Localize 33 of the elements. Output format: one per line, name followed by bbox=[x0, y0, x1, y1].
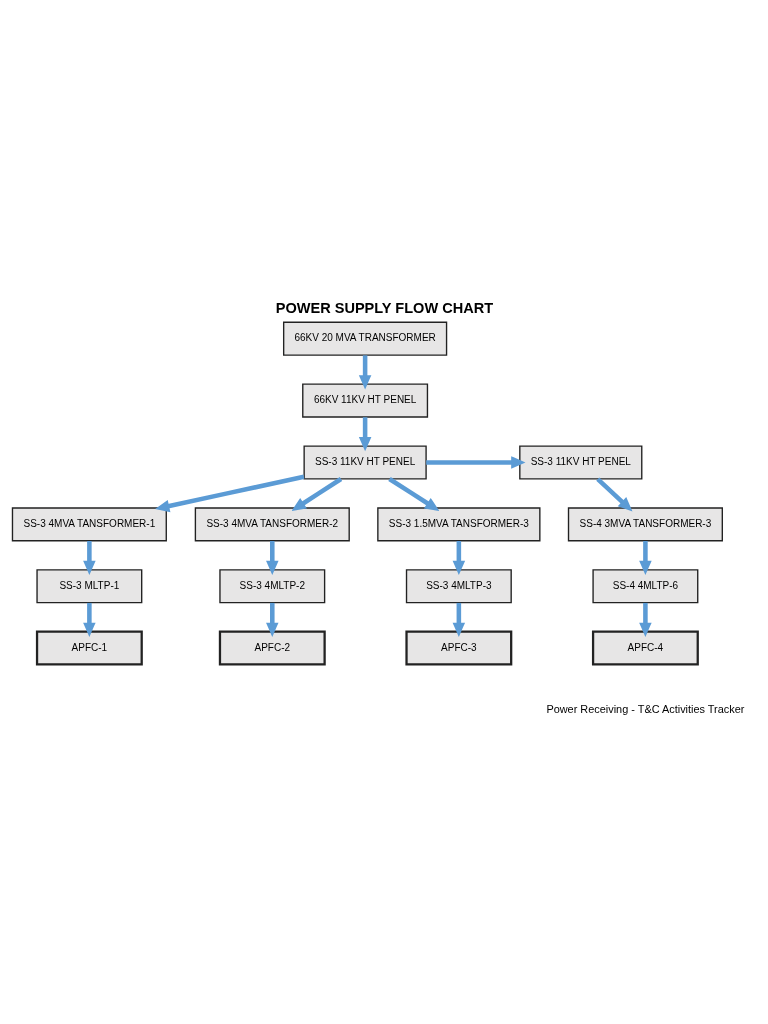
arrow bbox=[155, 473, 305, 512]
node-box: SS-3 11KV HT PENEL bbox=[519, 444, 643, 479]
arrow bbox=[83, 602, 96, 637]
arrow bbox=[388, 476, 440, 511]
node-box: 66KV 20 MVA TRANSFORMER bbox=[283, 321, 448, 356]
arrow bbox=[83, 540, 96, 575]
arrow bbox=[596, 476, 633, 511]
node-box: SS-3 4MVA TANSFORMER-1 bbox=[11, 506, 167, 541]
node-box: APFC-4 bbox=[591, 630, 699, 666]
node-box: APFC-3 bbox=[405, 630, 513, 666]
arrow bbox=[291, 476, 343, 511]
arrow bbox=[266, 540, 279, 575]
node-box: APFC-1 bbox=[35, 630, 143, 666]
arrow bbox=[266, 602, 279, 637]
node-box: SS-4 4MLTP-6 bbox=[592, 568, 699, 603]
node-box: SS-3 4MLTP-2 bbox=[219, 568, 326, 603]
node-box: SS-4 3MVA TANSFORMER-3 bbox=[567, 506, 723, 541]
arrow bbox=[639, 602, 652, 637]
node-box: SS-3 4MVA TANSFORMER-2 bbox=[194, 506, 350, 541]
node-box: SS-3 MLTP-1 bbox=[36, 568, 143, 603]
node-box: 66KV 11KV HT PENEL bbox=[302, 383, 429, 418]
arrow bbox=[452, 540, 466, 575]
arrow bbox=[426, 455, 526, 469]
arrow bbox=[358, 354, 372, 389]
arrow bbox=[452, 602, 466, 637]
arrow bbox=[639, 540, 652, 575]
diagram-title: POWER SUPPLY FLOW CHART bbox=[275, 299, 494, 316]
arrow bbox=[358, 416, 372, 451]
node-box: SS-3 4MLTP-3 bbox=[405, 568, 512, 603]
node-box: APFC-2 bbox=[218, 630, 326, 666]
node-box: SS-3 11KV HT PENEL bbox=[303, 444, 427, 479]
node-box: SS-3 1.5MVA TANSFORMER-3 bbox=[377, 506, 541, 541]
label: Power Receiving - T&C Activities Tracker bbox=[546, 702, 745, 715]
